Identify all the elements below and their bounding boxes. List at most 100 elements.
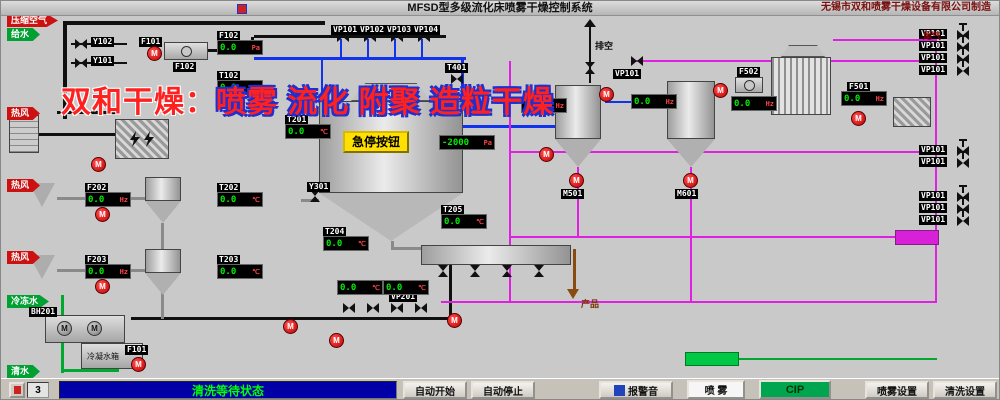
valve-handle-icon	[959, 209, 967, 217]
pipe-segment	[463, 125, 561, 128]
app-icon	[237, 4, 247, 14]
page-title: MFSD型多级流化床喷雾干燥控制系统	[407, 2, 593, 14]
pipe-segment	[131, 317, 453, 320]
valve-vp201-icon	[343, 303, 355, 313]
valve-handle-icon	[959, 197, 967, 205]
tag-t202: T202	[217, 183, 241, 193]
tag-t102: T102	[217, 71, 241, 81]
alarm-mute-button[interactable]: 报警音	[599, 381, 673, 399]
cyclone-2-cone	[145, 273, 181, 295]
display-t201: 0.0℃	[285, 124, 331, 139]
auto-start-button[interactable]: 自动开始	[403, 381, 467, 399]
tag-t204: T204	[323, 227, 347, 237]
pipe-segment	[833, 39, 937, 41]
status-bar: 清洗等待状态	[59, 381, 397, 399]
motor-m501-icon: M	[569, 173, 584, 188]
watermark: 双和干燥：喷雾 流化 附聚 造粒干燥	[61, 77, 554, 121]
tag-f501: F501	[847, 82, 871, 92]
valve-handle-icon	[959, 139, 967, 147]
valve-handle-icon	[959, 59, 967, 67]
valve-handle-icon	[959, 151, 967, 159]
pipe-segment	[63, 21, 67, 119]
tag-t205: T205	[441, 205, 465, 215]
spray-button[interactable]: 喷 雾	[687, 380, 745, 399]
tag-f502: F502	[737, 67, 761, 77]
display-t205: 0.0℃	[441, 214, 487, 229]
tag-vp101: VP101	[919, 203, 948, 213]
tag-f202: F202	[85, 183, 109, 193]
tag-vp101: VP101	[919, 145, 948, 155]
tag-vp101: VP101	[919, 41, 948, 51]
valve-vp201-icon	[391, 303, 403, 313]
watermark-brand: 双和干燥：	[61, 86, 216, 119]
feed-clean-water: 清水	[7, 365, 41, 378]
auto-stop-button[interactable]: 自动停止	[471, 381, 535, 399]
valve-vp103-icon	[391, 32, 403, 42]
motor-icon: M	[329, 333, 344, 348]
motor-icon: M	[599, 87, 614, 102]
valve-handle-icon	[959, 23, 967, 31]
tag-vp101: VP101	[919, 157, 948, 167]
condensate-tank-label: 冷凝水箱	[87, 352, 119, 361]
step-counter: 3	[27, 382, 49, 398]
pipe-segment	[421, 39, 423, 57]
motor-f202-icon: M	[95, 207, 110, 222]
pipe-segment	[391, 241, 394, 249]
feed-chilled-water: 冷冻水	[7, 295, 50, 308]
pipe-segment	[254, 35, 446, 38]
product-arrow-icon	[567, 289, 579, 299]
electrostatic-filter	[115, 119, 169, 159]
tag-vp102: VP102	[358, 25, 387, 35]
pipe-segment	[367, 39, 369, 57]
tag-f102: F102	[217, 31, 241, 41]
display-t204: 0.0℃	[323, 236, 369, 251]
pipe-segment	[449, 263, 452, 319]
tag-y101: Y101	[91, 56, 115, 66]
fluid-bed	[421, 245, 571, 265]
pipe-segment	[63, 369, 119, 372]
hand-valve-icon	[957, 66, 969, 76]
lightning-icon	[144, 131, 154, 147]
exhaust-arrow-icon	[584, 19, 596, 27]
display-t102: 0.0℃	[217, 80, 263, 95]
alarm-indicator[interactable]	[9, 382, 25, 398]
tag-f102-fan: F102	[173, 62, 197, 72]
valve-icon	[502, 265, 512, 277]
pipe-segment	[63, 21, 325, 25]
emergency-stop-button[interactable]: 急停按钮	[343, 131, 409, 153]
tag-bh201: BH201	[29, 307, 58, 317]
tag-t203: T203	[217, 255, 241, 265]
pipe-segment	[39, 133, 117, 136]
spray-settings-button[interactable]: 喷雾设置	[865, 381, 929, 399]
valve-y101-icon	[75, 58, 87, 68]
hand-valve-icon	[957, 158, 969, 168]
tag-y301: Y301	[307, 182, 331, 192]
cyclone-1-cone	[145, 201, 181, 223]
motor-icon: M	[713, 83, 728, 98]
display-bed-zone1: 0.0℃	[337, 280, 383, 295]
lightning-icon	[130, 131, 140, 147]
clean-settings-button[interactable]: 清洗设置	[933, 381, 997, 399]
valve-handle-icon	[959, 47, 967, 55]
pipe-segment	[690, 167, 692, 301]
tag-vp101: VP101	[613, 69, 642, 79]
motor-icon: M	[447, 313, 462, 328]
tag-vp103: VP103	[385, 25, 414, 35]
valve-icon	[534, 265, 544, 277]
pipe-segment	[511, 151, 939, 153]
pump-f101-icon: M	[147, 46, 162, 61]
feed-hot-air-2: 热风	[7, 179, 41, 192]
cip-button[interactable]: CIP	[759, 380, 831, 399]
valve-handle-icon	[959, 35, 967, 43]
pipe-segment	[935, 39, 937, 303]
motor-f501-icon: M	[851, 111, 866, 126]
motor-icon: M	[91, 157, 106, 172]
tag-vp101: VP101	[919, 53, 948, 63]
fan-f102	[164, 42, 208, 60]
